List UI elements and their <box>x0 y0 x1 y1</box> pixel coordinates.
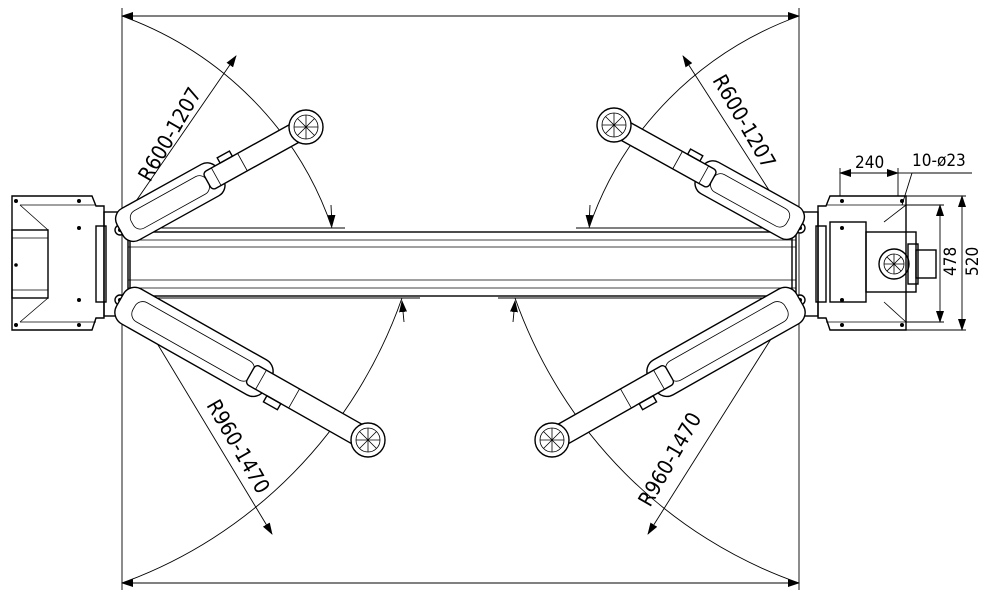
arm-lower-right <box>544 286 806 451</box>
right-post <box>791 195 937 331</box>
left-post <box>11 195 131 331</box>
arm-upper-right <box>605 114 806 241</box>
lift-pads <box>288 107 632 458</box>
base-dimensions <box>839 168 972 331</box>
label-base-outer: 520 <box>963 247 983 276</box>
label-radius-upper-right: R600-1207 <box>708 71 781 173</box>
label-anchor-bolts: 10-ø23 <box>912 151 966 171</box>
lift-pad-upper-right <box>596 107 632 143</box>
overall-width-dimensions <box>121 8 800 590</box>
lift-pad-lower-right <box>534 422 570 458</box>
lift-pad-lower-left <box>350 422 386 458</box>
label-radius-lower-left: R960-1470 <box>202 396 275 498</box>
arm-swing-arcs <box>121 15 800 584</box>
crossbeam <box>127 231 797 297</box>
lift-pad-upper-left <box>288 109 324 145</box>
label-post-offset: 240 <box>855 153 884 173</box>
arm-upper-left <box>114 117 313 243</box>
label-base-inner: 478 <box>941 247 961 276</box>
